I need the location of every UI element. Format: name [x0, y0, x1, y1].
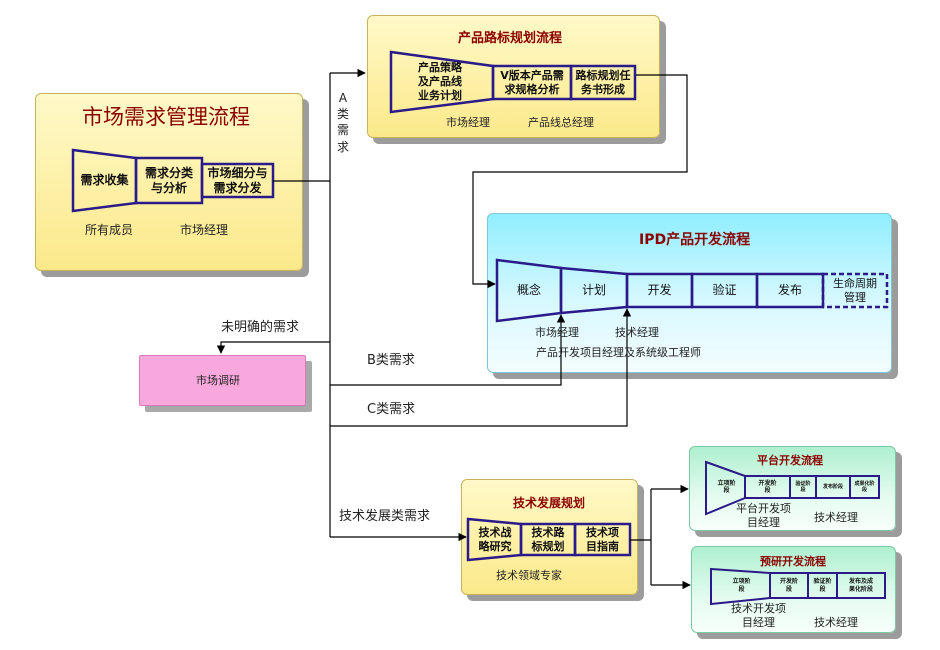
ipd-stage-develop[interactable]: 开发 — [627, 274, 692, 307]
flow-label-tech: 技术发展类需求 — [339, 509, 431, 524]
preresearch-stage-initiate[interactable]: 立项阶 段 — [713, 573, 770, 598]
market-research-label: 市场调研 — [196, 374, 240, 387]
platform-stage-initiate[interactable]: 立项阶 段 — [708, 476, 745, 498]
ipd-process-shape — [495, 258, 889, 323]
market-role-all: 所有成员 — [85, 223, 134, 237]
tech-stage-guide[interactable]: 技术项 目指南 — [575, 524, 630, 555]
market-stage-collect[interactable]: 需求收集 — [73, 158, 136, 203]
preresearch-role-tech: 技术经理 — [814, 616, 858, 629]
flow-label-c: C类需求 — [367, 402, 416, 417]
platform-panel — [689, 446, 896, 531]
roadmap-process-shape — [389, 50, 637, 114]
ipd-role-market: 市场经理 — [535, 326, 579, 339]
ipd-role-pm: 产品开发项目经理及系统级工程师 — [536, 346, 701, 359]
market-role-manager: 市场经理 — [180, 223, 229, 237]
market-stage-classify[interactable]: 需求分类 与分析 — [136, 158, 202, 203]
ipd-stage-release-label: 发布 — [777, 283, 802, 297]
platform-stage-release[interactable]: 发布阶段 — [816, 476, 850, 498]
preresearch-stage-verify-label: 验证阶 段 — [813, 578, 832, 593]
platform-role-tech: 技术经理 — [814, 511, 858, 524]
ipd-stage-release[interactable]: 发布 — [757, 274, 823, 307]
tech-role: 技术领域专家 — [496, 569, 562, 582]
ipd-stage-verify[interactable]: 验证 — [692, 274, 757, 307]
ipd-stage-plan[interactable]: 计划 — [561, 274, 627, 307]
flow-label-b: B类需求 — [367, 353, 415, 368]
platform-stage-verify[interactable]: 验证阶 段 — [790, 476, 816, 498]
ipd-stage-verify-label: 验证 — [712, 283, 737, 297]
roadmap-title: 产品路标规划流程 — [458, 31, 563, 46]
platform-stage-verify-label: 验证阶 段 — [795, 480, 811, 493]
market-panel — [35, 93, 303, 271]
tech-title: 技术发展规划 — [513, 496, 586, 510]
tech-stage-roadmap[interactable]: 技术路 标规划 — [521, 524, 575, 555]
ipd-stage-concept-label: 概念 — [516, 283, 541, 297]
platform-stage-develop-label: 开发阶 段 — [758, 479, 777, 495]
roadmap-role-line: 产品线总经理 — [528, 116, 594, 129]
ipd-title: IPD产品开发流程 — [639, 232, 751, 248]
preresearch-stage-initiate-label: 立项阶 段 — [732, 578, 751, 593]
flow-label-unclear: 未明确的需求 — [221, 320, 300, 335]
platform-title: 平台开发流程 — [757, 454, 823, 467]
connector-lines — [216, 68, 691, 590]
market-stage-collect-label: 需求收集 — [80, 173, 129, 187]
preresearch-stage-release[interactable]: 发布及成 果化阶段 — [837, 573, 885, 598]
platform-role-pm: 平台开发项 目经理 — [736, 502, 791, 530]
preresearch-stage-verify[interactable]: 验证阶 段 — [808, 573, 837, 598]
platform-process-shape — [705, 460, 880, 516]
market-stage-segment[interactable]: 市场细分与 需求分发 — [202, 164, 273, 197]
tech-stage-guide-label: 技术项 目指南 — [586, 525, 619, 553]
platform-stage-release-label: 发布阶段 — [822, 483, 843, 490]
ipd-stage-concept[interactable]: 概念 — [497, 268, 561, 313]
tech-stage-strategy-label: 技术战 略研究 — [478, 525, 512, 553]
roadmap-stage-taskbook[interactable]: 路标规划任 务书形成 — [571, 66, 635, 99]
platform-stage-develop[interactable]: 开发阶 段 — [745, 476, 790, 498]
platform-stage-achieve-label: 成果化阶 段 — [854, 480, 875, 493]
ipd-stage-develop-label: 开发 — [647, 283, 672, 297]
tech-panel — [461, 479, 638, 595]
roadmap-stage-taskbook-label: 路标规划任 务书形成 — [575, 68, 631, 96]
preresearch-role-pm: 技术开发项 目经理 — [731, 602, 786, 630]
tech-stage-strategy[interactable]: 技术战 略研究 — [469, 524, 521, 555]
preresearch-title: 预研开发流程 — [760, 555, 826, 568]
market-stage-segment-label: 市场细分与 需求分发 — [207, 165, 268, 195]
roadmap-stage-strategy-label: 产品策略 及产品线 业务计划 — [418, 61, 462, 102]
roadmap-stage-strategy[interactable]: 产品策略 及产品线 业务计划 — [396, 56, 484, 108]
tech-stage-roadmap-label: 技术路 标规划 — [531, 525, 565, 553]
ipd-stage-lifecycle[interactable]: 生命周期 管理 — [823, 274, 887, 307]
preresearch-stage-release-label: 发布及成 果化阶段 — [848, 578, 873, 593]
preresearch-process-shape — [710, 567, 886, 606]
roadmap-stage-spec-label: V版本产品需 求规格分析 — [500, 68, 564, 96]
ipd-stage-lifecycle-label: 生命周期 管理 — [833, 276, 877, 304]
flow-label-a: A 类 需 求 — [337, 91, 350, 154]
market-research-box[interactable] — [139, 355, 306, 406]
roadmap-stage-spec[interactable]: V版本产品需 求规格分析 — [493, 66, 571, 99]
preresearch-panel — [691, 546, 896, 633]
ipd-panel — [487, 213, 892, 373]
preresearch-stage-develop-label: 开发阶 段 — [779, 578, 798, 593]
roadmap-role-market: 市场经理 — [446, 116, 490, 129]
preresearch-stage-develop[interactable]: 开发阶 段 — [770, 573, 808, 598]
market-stage-classify-label: 需求分类 与分析 — [144, 165, 193, 195]
platform-stage-initiate-label: 立项阶 段 — [717, 479, 736, 495]
roadmap-panel — [367, 15, 660, 138]
ipd-role-tech: 技术经理 — [615, 326, 659, 339]
market-title: 市场需求管理流程 — [82, 105, 250, 129]
ipd-stage-plan-label: 计划 — [581, 283, 606, 297]
platform-stage-achieve[interactable]: 成果化阶 段 — [850, 476, 879, 498]
